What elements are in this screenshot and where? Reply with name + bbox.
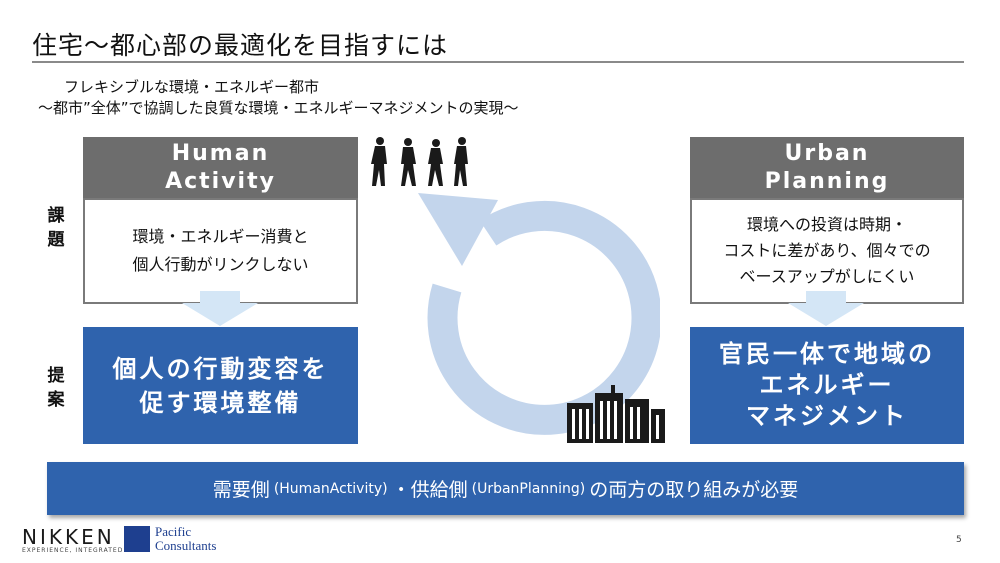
urban-planning-proposal-line-1: 官民一体で地域の — [719, 340, 935, 368]
urban-planning-issue-box: 環境への投資は時期・ コストに差があり、個々での ベースアップがしにくい — [690, 198, 964, 304]
slide-title: 住宅～都心部の最適化を目指すには — [32, 31, 449, 60]
human-activity-header-line-2: Activity — [165, 169, 276, 194]
human-activity-header-line-1: Human — [171, 141, 270, 166]
human-activity-issue-box: 環境・エネルギー消費と 個人行動がリンクしない — [83, 198, 358, 304]
urban-planning-header-line-1: Urban — [784, 141, 870, 166]
buildings-icon — [567, 385, 665, 443]
side-label-proposal: 提 案 — [46, 364, 66, 412]
banner-urban-planning-note: (UrbanPlanning) — [471, 480, 586, 497]
cycle-arrow-icon — [418, 193, 660, 435]
human-activity-proposal-line-1: 個人の行動変容を — [112, 354, 329, 383]
human-activity-proposal-line-2: 促す環境整備 — [139, 388, 302, 417]
nikken-logo: NIKKEN — [22, 525, 115, 549]
subtitle-line-1: フレキシブルな環境・エネルギー都市 — [64, 78, 320, 96]
human-activity-issue-line-1: 環境・エネルギー消費と — [132, 227, 309, 246]
banner-demand-side: 需要側 — [212, 479, 270, 501]
urban-planning-header-line-2: Planning — [764, 169, 890, 194]
nikken-tagline: EXPERIENCE, INTEGRATED — [22, 547, 124, 554]
pacific-consultants-logo-line-1: Pacific — [155, 524, 192, 539]
down-arrow-icon — [182, 291, 258, 326]
banner-conclusion-text: の両方の取り組みが必要 — [589, 479, 799, 501]
urban-planning-proposal-box: 官民一体で地域の エネルギー マネジメント — [690, 327, 964, 444]
urban-planning-header: Urban Planning — [690, 137, 964, 199]
side-label-issue-char-2: 題 — [47, 230, 65, 250]
pacific-consultants-logo-mark — [124, 526, 150, 552]
subtitle-line-2: ～都市”全体”で協調した良質な環境・エネルギーマネジメントの実現～ — [38, 99, 519, 117]
banner-human-activity-note: (HumanActivity) — [273, 480, 388, 497]
side-label-proposal-char-2: 案 — [47, 390, 65, 410]
urban-planning-issue-line-3: ベースアップがしにくい — [739, 267, 915, 286]
side-label-issue-char-1: 課 — [47, 206, 65, 226]
side-label-issue: 課 題 — [46, 204, 66, 252]
banner-supply-side: ・供給側 — [391, 479, 468, 501]
urban-planning-proposal-line-2: エネルギー — [759, 371, 895, 399]
down-arrow-icon — [788, 291, 864, 326]
page-number: 5 — [956, 535, 962, 545]
title-divider — [32, 61, 964, 63]
conclusion-banner: 需要側 (HumanActivity) ・供給側 (UrbanPlanning)… — [47, 462, 964, 515]
side-label-proposal-char-1: 提 — [47, 366, 65, 386]
urban-planning-issue-line-1: 環境への投資は時期・ — [746, 215, 907, 234]
walking-people-icon — [371, 137, 468, 186]
pacific-consultants-logo-line-2: Consultants — [155, 538, 217, 553]
urban-planning-proposal-line-3: マネジメント — [746, 402, 908, 430]
human-activity-header: Human Activity — [83, 137, 358, 199]
human-activity-proposal-box: 個人の行動変容を 促す環境整備 — [83, 327, 358, 444]
urban-planning-issue-line-2: コストに差があり、個々での — [723, 241, 931, 260]
human-activity-issue-line-2: 個人行動がリンクしない — [132, 255, 309, 274]
